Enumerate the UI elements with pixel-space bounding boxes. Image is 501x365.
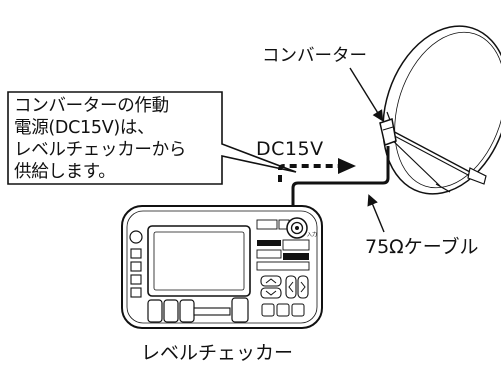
converter-label: コンバーター [262,46,367,66]
callout-line-1: コンバーターの作動 [14,96,169,116]
converter-pointer [349,67,384,122]
callout-line-3: レベルチェッカーから [14,140,186,160]
callout-line-4: 供給します。 [14,162,116,182]
dc-voltage-label: DC15V [256,138,324,160]
level-checker-label: レベルチェッカー [141,342,294,364]
device-input-label: 入力 [307,231,317,238]
cable-label: 75Ωケーブル [365,236,479,258]
coax-cable [291,146,390,226]
dc-power-arrow [278,158,356,182]
converter-lnb [379,111,397,146]
cable-pointer [367,194,385,233]
callout-box [7,91,297,185]
callout-text: コンバーターの作動 電源(DC15V)は、 レベルチェッカーから 供給します。 [14,95,219,183]
callout-line-2: 電源(DC15V)は、 [14,118,155,138]
level-checker-device: 入力 [121,205,323,329]
satellite-dish [382,25,501,195]
